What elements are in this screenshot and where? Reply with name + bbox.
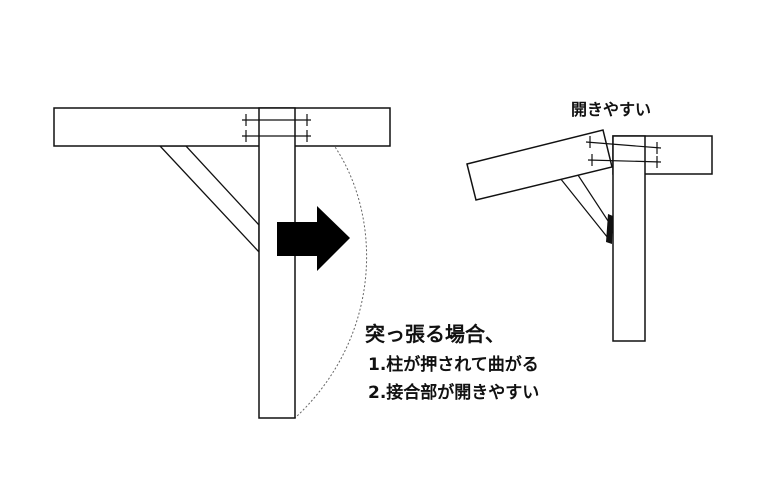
beam — [53, 107, 391, 147]
right-knee-brace — [559, 171, 615, 239]
bending-curve — [294, 111, 367, 419]
right-post — [612, 135, 646, 342]
push-arrow-icon — [277, 206, 350, 271]
right-label: 開きやすい — [571, 100, 651, 119]
left-frame — [53, 107, 391, 419]
right-joint-bolts — [585, 136, 662, 168]
caption-item-2: 2.接合部が開きやすい — [368, 382, 539, 403]
caption-title: 突っ張る場合、 — [365, 322, 505, 346]
separated-fastener — [606, 214, 613, 244]
right-frame — [466, 129, 713, 342]
post — [258, 107, 296, 419]
caption-item-1: 1.柱が押されて曲がる — [368, 354, 539, 375]
joint-bolts — [242, 114, 311, 142]
caption: 突っ張る場合、 1.柱が押されて曲がる 2.接合部が開きやすい — [365, 322, 539, 403]
knee-brace — [158, 145, 260, 254]
right-tilted-beam — [466, 129, 613, 201]
